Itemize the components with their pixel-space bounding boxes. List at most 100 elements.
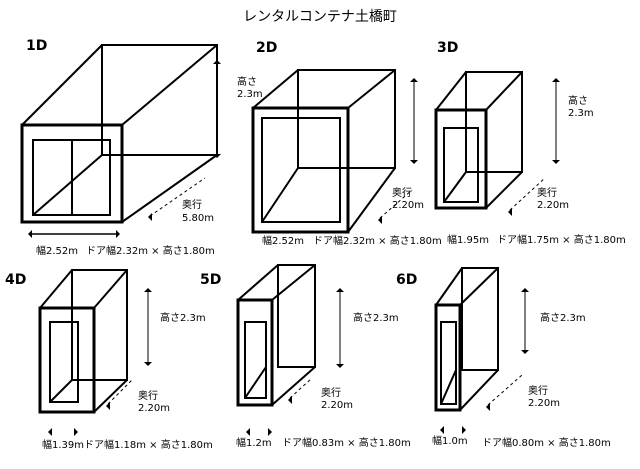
depth-value: 2.20m — [528, 398, 560, 409]
container-edge — [237, 264, 279, 301]
container-front-outline — [434, 303, 462, 412]
depth-label: 奥行 — [528, 384, 548, 397]
container-edge — [39, 269, 73, 309]
door-outline — [261, 117, 341, 223]
arrowhead-icon — [116, 230, 120, 238]
height-label: 高さ2.3m — [160, 311, 206, 324]
depth-value: 2.20m — [537, 200, 569, 211]
door-outline — [443, 127, 479, 203]
door-size-label: ドア幅1.75m × 高さ1.80m — [497, 233, 626, 246]
container-floor-edge — [32, 154, 103, 216]
arrowhead-icon — [552, 160, 560, 164]
door-size-label: ドア幅2.32m × 高さ1.80m — [313, 234, 442, 247]
arrowhead-icon — [336, 364, 344, 368]
arrowhead-icon — [336, 288, 344, 292]
depth-dimension-arrow — [289, 377, 313, 399]
arrowhead-icon — [508, 208, 512, 216]
width-label: 幅1.39m — [42, 438, 84, 451]
container-edge — [21, 44, 103, 126]
arrowhead-icon — [268, 428, 272, 436]
arrowhead-icon — [28, 230, 32, 238]
arrowhead-icon — [213, 60, 221, 64]
arrowhead-icon — [48, 428, 52, 436]
container-back-outline — [101, 44, 218, 156]
page-title: レンタルコンテナ土橋町 — [243, 9, 397, 25]
container-front-outline — [251, 106, 350, 234]
container-edge — [485, 171, 523, 209]
width-label: 幅2.52m — [36, 244, 78, 257]
unit-code: 5D — [200, 272, 221, 288]
container-floor-edge — [261, 167, 299, 223]
unit-2d: 2D 高さ 2.3m 奥行 2.20m 幅2.52m ドア幅2.32m × 高さ… — [237, 40, 442, 247]
height-label: 高さ2.3m — [540, 311, 586, 324]
depth-dimension-arrow — [149, 177, 206, 217]
door-size-label: ドア幅2.32m × 高さ1.80m — [86, 244, 215, 257]
depth-label: 奥行 — [537, 186, 557, 199]
height-value: 2.3m — [237, 89, 263, 100]
depth-value: 2.20m — [138, 403, 170, 414]
unit-code: 1D — [26, 38, 47, 54]
arrowhead-icon — [288, 396, 292, 404]
width-label: 幅1.0m — [432, 434, 468, 447]
container-edge — [347, 167, 396, 233]
container-edge — [93, 379, 128, 413]
arrowhead-icon — [521, 350, 529, 354]
container-edge — [347, 69, 396, 109]
width-label: 幅1.2m — [236, 436, 272, 449]
depth-label: 奥行 — [182, 198, 202, 211]
arrowhead-icon — [74, 428, 78, 436]
container-floor-edge — [440, 369, 457, 405]
arrowhead-icon — [410, 160, 418, 164]
arrowhead-icon — [213, 154, 221, 158]
height-value: 2.3m — [568, 108, 594, 119]
height-label: 高さ — [237, 75, 257, 88]
door-outline — [49, 321, 79, 403]
door-size-label: ドア幅1.18m × 高さ1.80m — [84, 438, 213, 451]
arrowhead-icon — [106, 402, 110, 410]
arrowhead-icon — [144, 288, 152, 292]
container-edge — [93, 269, 128, 309]
depth-value: 2.20m — [321, 400, 353, 411]
container-back-outline — [71, 269, 128, 381]
container-edge — [459, 267, 499, 306]
container-floor-edge — [49, 379, 73, 403]
container-edge — [271, 264, 316, 301]
unit-5d: 5D 高さ2.3m 奥行 2.20m 幅1.2m ドア幅0.83m × 高さ1.… — [200, 272, 411, 449]
arrowhead-icon — [246, 428, 250, 436]
arrowhead-icon — [462, 426, 466, 434]
container-edge — [271, 366, 316, 406]
depth-dimension-arrow — [379, 189, 413, 219]
door-size-label: ドア幅0.83m × 高さ1.80m — [282, 436, 411, 449]
container-front-outline — [236, 298, 274, 407]
container-edge — [252, 69, 299, 109]
container-front-outline — [434, 108, 488, 210]
arrowhead-icon — [521, 288, 529, 292]
arrowhead-icon — [144, 362, 152, 366]
depth-dimension-arrow — [509, 177, 546, 211]
container-back-outline — [461, 267, 499, 371]
width-label: 幅2.52m — [262, 234, 304, 247]
container-floor-edge — [244, 366, 267, 399]
unit-code: 3D — [437, 40, 458, 56]
unit-4d: 4D 高さ2.3m 奥行 2.20m 幅1.39m ドア幅1.18m × 高さ1… — [5, 272, 213, 451]
width-label: 幅1.95m — [447, 233, 489, 246]
arrowhead-icon — [410, 78, 418, 82]
container-front-outline — [38, 306, 96, 414]
arrowhead-icon — [486, 403, 490, 411]
container-edge — [435, 71, 467, 111]
unit-1d: 1D 奥行 5.80m 幅2.52m ドア幅2.32m × 高さ1.80m — [26, 38, 215, 257]
arrowhead-icon — [148, 213, 152, 221]
depth-label: 奥行 — [321, 386, 341, 399]
container-back-outline — [465, 71, 523, 173]
unit-code: 4D — [5, 272, 26, 288]
container-edge — [121, 44, 218, 126]
container-front-outline — [20, 123, 124, 224]
container-edge — [485, 71, 523, 111]
container-edge — [459, 369, 499, 411]
arrowhead-icon — [440, 426, 444, 434]
height-label: 高さ — [568, 94, 588, 107]
depth-value: 5.80m — [182, 213, 214, 224]
arrowhead-icon — [552, 78, 560, 82]
arrowhead-icon — [378, 216, 382, 224]
